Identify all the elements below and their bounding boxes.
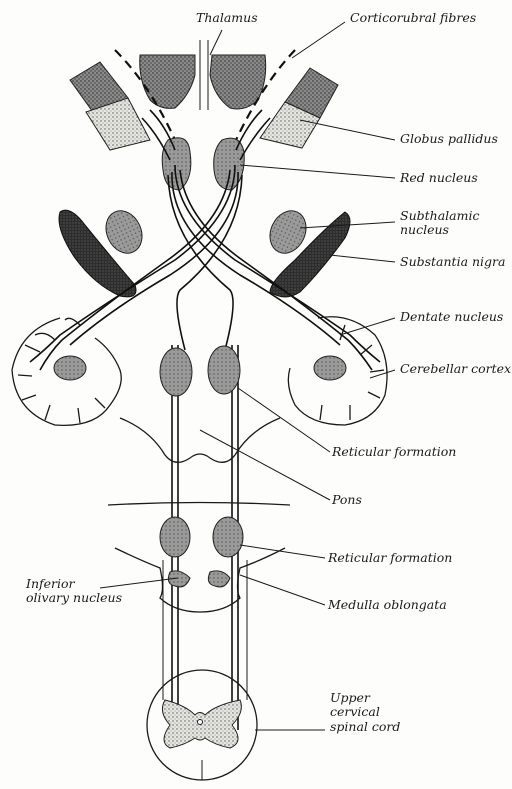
label-reticular-formation-lower: Reticular formation [327, 550, 452, 565]
label-red-nucleus: Red nucleus [399, 170, 478, 185]
reticular-formation-upper-left [160, 348, 192, 396]
cerebellum-left [12, 318, 121, 425]
thalamus-left [140, 55, 195, 108]
reticular-formation-lower-left [160, 517, 190, 557]
dentate-nucleus-left [54, 356, 86, 380]
label-medulla-oblongata: Medulla oblongata [327, 597, 447, 612]
reticular-formation-upper-right [208, 346, 240, 394]
label-spinal-line1: Upper [330, 690, 371, 705]
pons-lower-border [108, 503, 290, 506]
inferior-olive-right [208, 571, 230, 587]
reticular-formation-lower-right [213, 517, 243, 557]
label-pons: Pons [331, 492, 362, 507]
label-reticular-formation-upper: Reticular formation [331, 444, 456, 459]
label-globus-pallidus: Globus pallidus [400, 131, 498, 146]
medulla-outline [115, 548, 285, 612]
pons-outline [120, 418, 280, 462]
label-inferior-olivary-line2: olivary nucleus [26, 590, 122, 605]
label-subthalamic-line1: Subthalamic [400, 208, 479, 223]
central-canal [198, 720, 203, 725]
label-cerebellar-cortex: Cerebellar cortex [400, 361, 511, 376]
label-spinal-line2: cervical [330, 704, 380, 719]
label-subthalamic-line2: nucleus [400, 222, 449, 237]
red-nucleus-right [214, 138, 245, 190]
dentate-nucleus-right [314, 356, 346, 380]
label-dentate-nucleus: Dentate nucleus [399, 309, 503, 324]
label-spinal-line3: spinal cord [330, 719, 400, 734]
pallidal-tracts [142, 110, 270, 160]
cerebellum-right [288, 317, 387, 425]
label-thalamus: Thalamus [196, 10, 258, 25]
label-corticorubral-fibres: Corticorubral fibres [350, 10, 476, 25]
label-inferior-olivary-line1: Inferior [25, 576, 76, 591]
label-substantia-nigra: Substantia nigra [400, 254, 505, 269]
